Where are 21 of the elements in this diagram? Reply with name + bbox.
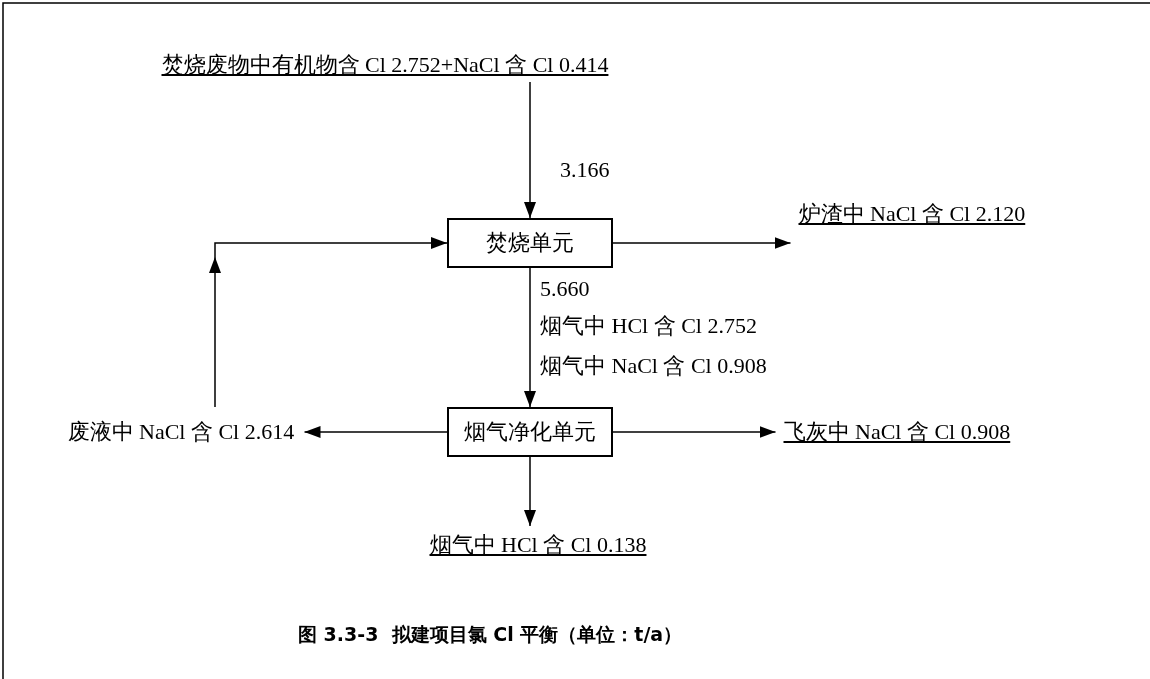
stream-label: 废液中 NaCl 含 Cl 2.614 — [67, 419, 295, 445]
box-label: 烟气净化单元 — [464, 419, 596, 445]
arrow — [524, 456, 536, 527]
process-box — [447, 407, 613, 457]
box-label: 焚烧单元 — [486, 230, 574, 256]
stream-label: 烟气中 HCl 含 Cl 0.138 — [429, 532, 647, 558]
arrow — [209, 237, 448, 408]
arrow — [612, 426, 777, 438]
flow-label: 烟气中 NaCl 含 Cl 0.908 — [540, 353, 767, 379]
arrow — [303, 426, 448, 438]
flow-label: 烟气中 HCl 含 Cl 2.752 — [540, 313, 757, 339]
edge-label: 5.660 — [540, 276, 590, 302]
stream-label: 焚烧废物中有机物含 Cl 2.752+NaCl 含 Cl 0.414 — [161, 52, 609, 78]
stream-label: 炉渣中 NaCl 含 Cl 2.120 — [798, 201, 1026, 227]
arrow — [524, 81, 536, 219]
stream-label: 飞灰中 NaCl 含 Cl 0.908 — [783, 419, 1011, 445]
edge-label: 3.166 — [560, 157, 610, 183]
arrow — [524, 267, 536, 408]
arrow — [612, 237, 792, 249]
figure-caption: 图 3.3-3 拟建项目氯 Cl 平衡（单位：t/a） — [298, 622, 683, 647]
process-box — [447, 218, 613, 268]
